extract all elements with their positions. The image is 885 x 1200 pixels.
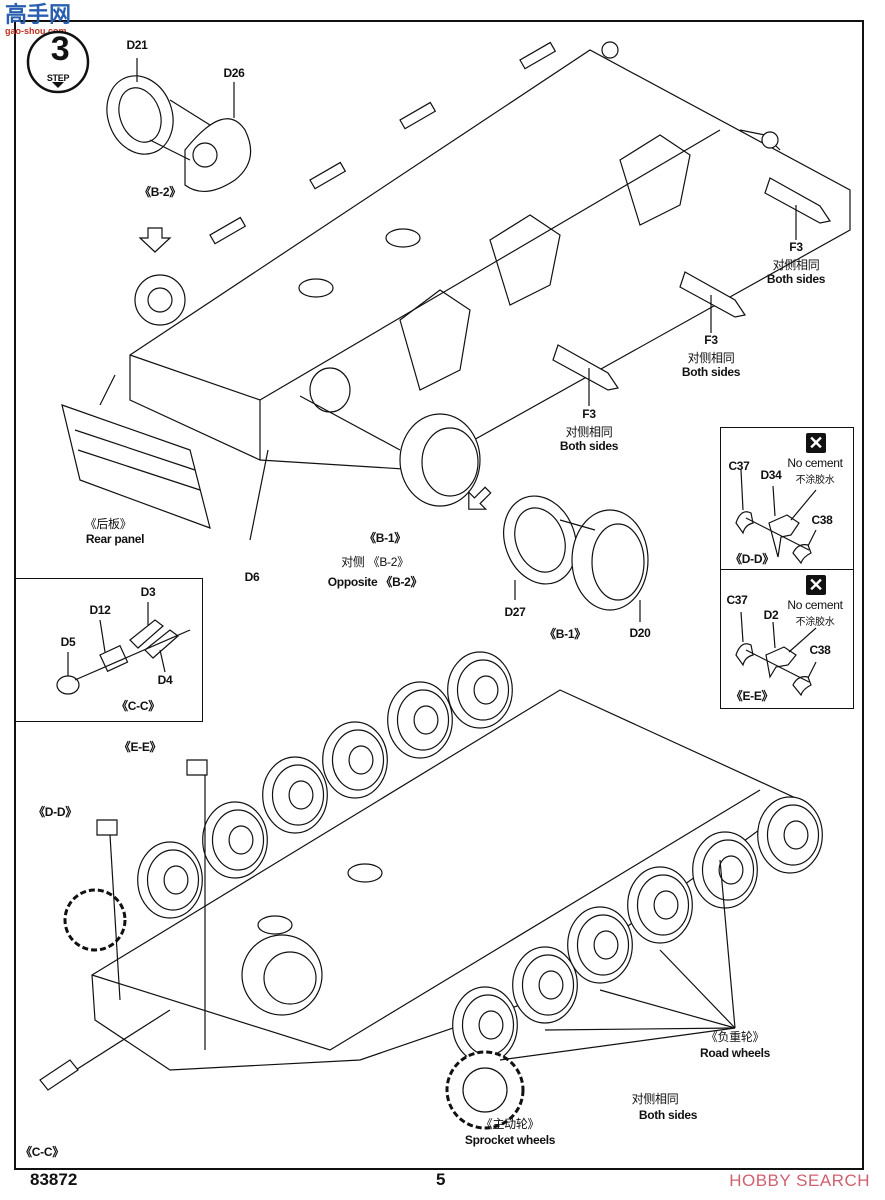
part-label-f3: F3	[582, 407, 596, 421]
dd-callout: 《D-D》	[33, 805, 77, 819]
no-cement-x-icon: ✕	[806, 575, 826, 595]
road-wheel-outline	[473, 675, 499, 705]
source-watermark: HOBBY SEARCH	[729, 1171, 870, 1190]
road-wheel-outline	[653, 890, 679, 920]
dd-detail-box	[720, 427, 854, 570]
arrow-down-icon	[138, 227, 172, 253]
part-label-d20: D20	[629, 626, 651, 640]
road-wheel-outline	[718, 855, 744, 885]
arrow-up-icon	[468, 486, 492, 510]
top-hull	[61, 41, 851, 541]
part-label-c37: C37	[728, 459, 750, 473]
road-wheel-outline	[521, 954, 575, 1016]
dd-parts	[735, 469, 817, 565]
page-number: 5	[436, 1170, 446, 1189]
opposite-b2-en: Opposite 《B-2》	[327, 575, 423, 589]
step-number: 3	[50, 30, 70, 68]
road-wheel-outline	[211, 809, 265, 871]
road-wheel-outline	[413, 705, 439, 735]
f3-note-en: Both sides	[559, 439, 619, 453]
no-cement-x-icon: ✕	[806, 433, 826, 453]
watermark-text: 高手网	[5, 2, 72, 27]
road-wheel-outline	[228, 825, 254, 855]
part-label-c38: C38	[809, 643, 831, 657]
road-wheel-outline	[576, 914, 630, 976]
leader-lines	[39, 759, 736, 1091]
part-label-f3: F3	[704, 333, 718, 347]
part-label-c38: C38	[811, 513, 833, 527]
sprocket-en: Sprocket wheels	[464, 1133, 556, 1147]
rear-panel-cn: 《后板》	[84, 517, 132, 531]
f3-note-cn: 对侧相同	[687, 351, 735, 365]
watermark-url: gao-shou.com	[5, 26, 67, 36]
rear-hub-parts	[106, 58, 252, 253]
step-label: STEP	[46, 73, 70, 83]
no-cement-cn: 不涂胶水	[795, 475, 835, 486]
f3-note-en: Both sides	[766, 272, 826, 286]
road-wheel-outline	[288, 780, 314, 810]
part-label-d26: D26	[223, 66, 245, 80]
part-label-d4: D4	[157, 673, 173, 687]
opposite-b2-cn: 对侧 《B-2》	[341, 555, 409, 569]
cc-detail-box	[15, 578, 203, 722]
road-wheel-outline	[348, 745, 374, 775]
part-label-d2: D2	[763, 608, 779, 622]
both-sides-cn: 对侧相同	[631, 1092, 679, 1106]
road-wheel-outline	[456, 659, 510, 721]
part-label-d12: D12	[89, 603, 111, 617]
part-label-d34: D34	[760, 468, 782, 482]
part-label-d6: D6	[244, 570, 260, 584]
dd-label: 《D-D》	[730, 552, 774, 566]
part-label-d3: D3	[140, 585, 156, 599]
subassembly-label-b1: 《B-1》	[364, 531, 406, 545]
no-cement-cn: 不涂胶水	[795, 617, 835, 628]
road-wheel-outline	[331, 729, 385, 791]
cc-label: 《C-C》	[116, 699, 160, 713]
road-wheel-outline	[783, 820, 809, 850]
ee-label: 《E-E》	[730, 689, 774, 703]
part-label-d21: D21	[126, 38, 148, 52]
watermark-logo: 高手网 gao-shou.com	[5, 2, 72, 37]
road-wheel-outline	[636, 874, 690, 936]
f3-note-cn: 对侧相同	[565, 425, 613, 439]
f3-note-cn: 对侧相同	[772, 258, 820, 272]
road-wheel-outline	[701, 839, 755, 901]
no-cement-en: No cement	[787, 598, 843, 612]
road-wheel-outline	[163, 865, 189, 895]
road-wheel-outline	[593, 930, 619, 960]
road-wheel-outline	[478, 1010, 504, 1040]
road-wheels-cn: 《负重轮》	[705, 1030, 765, 1044]
rear-panel-en: Rear panel	[85, 532, 145, 546]
road-wheels	[137, 651, 823, 1064]
road-wheel-outline	[271, 764, 325, 826]
road-wheels-en: Road wheels	[699, 1046, 771, 1060]
ee-callout: 《E-E》	[118, 740, 162, 754]
sprocket-cn: 《主动轮》	[480, 1117, 540, 1131]
sprocket-wheel	[63, 888, 525, 1130]
both-sides-en: Both sides	[638, 1108, 698, 1122]
kit-number: 83872	[30, 1170, 78, 1189]
road-wheel-outline	[538, 970, 564, 1000]
cc-callout: 《C-C》	[20, 1145, 64, 1159]
f3-note-en: Both sides	[681, 365, 741, 379]
road-wheel-outline	[766, 804, 820, 866]
ee-parts	[735, 611, 817, 697]
b1-detail	[503, 495, 649, 622]
step-badge	[26, 30, 90, 94]
road-wheel-outline	[396, 689, 450, 751]
part-label-f3: F3	[789, 240, 803, 254]
part-label-c37: C37	[726, 593, 748, 607]
cc-parts	[56, 602, 191, 695]
subassembly-label-b2: 《B-2》	[139, 185, 181, 199]
part-label-d27: D27	[504, 605, 526, 619]
part-label-d5: D5	[60, 635, 76, 649]
subassembly-label-b1-detail: 《B-1》	[544, 627, 586, 641]
no-cement-en: No cement	[787, 456, 843, 470]
road-wheel-outline	[146, 849, 200, 911]
ee-detail-box	[720, 569, 854, 709]
